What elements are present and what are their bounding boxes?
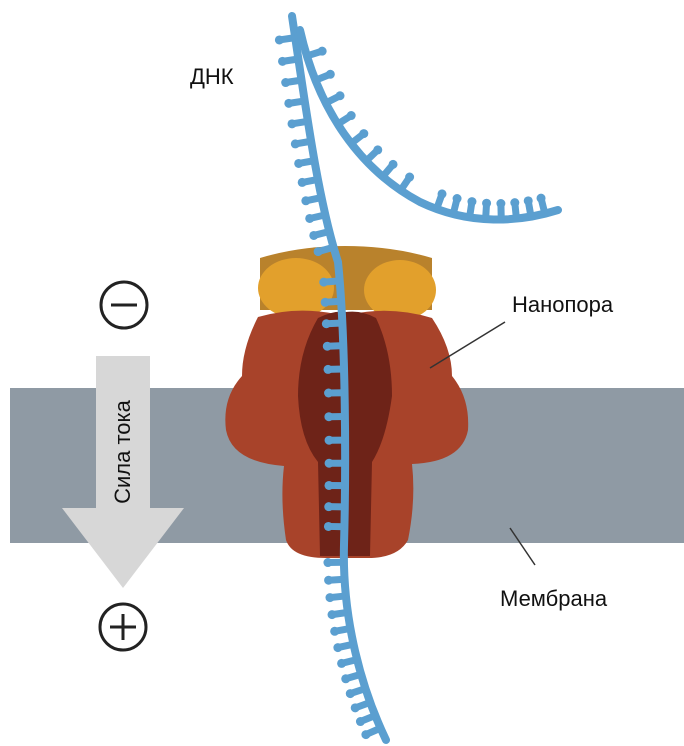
- dna-base-cap: [389, 160, 398, 169]
- dna-base-cap: [333, 643, 342, 652]
- current-label: Сила тока: [110, 399, 135, 504]
- dna-base-cap: [524, 196, 533, 205]
- dna-base-cap: [438, 189, 447, 198]
- dna-base-cap: [324, 481, 333, 490]
- dna-base-cap: [314, 247, 323, 256]
- membrane-label: Мембрана: [500, 586, 608, 611]
- dna-base-cap: [323, 342, 332, 351]
- dna-base-cap: [318, 47, 327, 56]
- dna-base-cap: [324, 522, 333, 531]
- dna-base-cap: [324, 502, 333, 511]
- dna-base-cap: [341, 674, 350, 683]
- dna-base-cap: [305, 214, 314, 223]
- dna-base-cap: [347, 111, 356, 120]
- dna-base-cap: [346, 689, 355, 698]
- dna-base-cap: [325, 593, 334, 602]
- dna-base-cap: [510, 198, 519, 207]
- nanopore-label: Нанопора: [512, 292, 614, 317]
- dna-base-cap: [326, 70, 335, 79]
- plus-circle-icon: [100, 604, 146, 650]
- dna-base-cap: [284, 99, 293, 108]
- minus-circle-icon: [101, 282, 147, 328]
- dna-base-cap: [537, 194, 546, 203]
- dna-base-cap: [324, 388, 333, 397]
- dna-base-cap: [359, 129, 368, 138]
- dna-base-cap: [336, 91, 345, 100]
- dna-base-cap: [288, 119, 297, 128]
- dna-base-cap: [324, 412, 333, 421]
- dna-base-cap: [301, 196, 310, 205]
- dna-base-cap: [281, 78, 290, 87]
- dna-base-cap: [322, 319, 331, 328]
- dna-base-cap: [453, 194, 462, 203]
- dna-base-cap: [373, 145, 382, 154]
- dna-base-cap: [323, 558, 332, 567]
- dna-base-cap: [291, 139, 300, 148]
- dna-base-cap: [482, 199, 491, 208]
- dna-base-cap: [324, 365, 333, 374]
- dna-base-cap: [405, 173, 414, 182]
- dna-base-cap: [298, 178, 307, 187]
- dna-base-cap: [294, 159, 303, 168]
- dna-base-cap: [319, 278, 328, 287]
- dna-label: ДНК: [190, 64, 234, 89]
- dna-base-cap: [351, 703, 360, 712]
- dna-base-cap: [321, 298, 330, 307]
- dna-base-cap: [328, 610, 337, 619]
- dna-base-cap: [325, 436, 334, 445]
- dna-base-cap: [496, 199, 505, 208]
- dna-base-cap: [278, 57, 287, 66]
- dna-base-cap: [325, 459, 334, 468]
- dna-base-cap: [309, 231, 318, 240]
- dna-base-cap: [337, 659, 346, 668]
- dna-base-cap: [467, 197, 476, 206]
- dna-base-cap: [356, 717, 365, 726]
- dna-base-cap: [275, 35, 284, 44]
- dna-base-cap: [324, 576, 333, 585]
- dna-base-cap: [361, 730, 370, 739]
- dna-base-cap: [330, 627, 339, 636]
